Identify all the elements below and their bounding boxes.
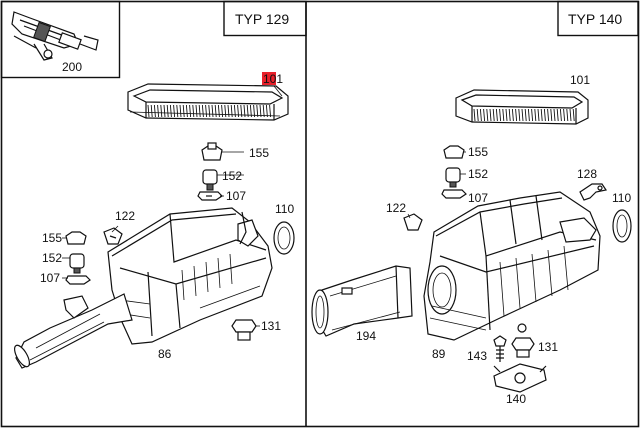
part-140-bracket-icon bbox=[493, 363, 547, 393]
label-110-left: 110 bbox=[275, 202, 294, 216]
label-101-right: 101 bbox=[570, 73, 590, 87]
label-152-left-b: 152 bbox=[42, 251, 62, 265]
part-122-clip-right-icon bbox=[403, 213, 423, 231]
label-143: 143 bbox=[467, 349, 487, 363]
label-110-right: 110 bbox=[612, 191, 631, 205]
label-128: 128 bbox=[577, 167, 597, 181]
label-131-left: 131 bbox=[261, 319, 281, 333]
label-122-left: 122 bbox=[115, 209, 135, 223]
label-107-left-b: 107 bbox=[40, 271, 60, 285]
part-194-duct-icon bbox=[311, 265, 413, 337]
fastener-stack-upper-left-icon bbox=[197, 142, 223, 201]
part-131-grommet-left-icon bbox=[231, 319, 257, 341]
part-110-gasket-right-icon bbox=[612, 209, 632, 243]
label-86: 86 bbox=[158, 347, 172, 361]
part-101-filter-right-icon bbox=[455, 89, 589, 125]
part-110-gasket-left-icon bbox=[273, 221, 295, 255]
highlight-101 bbox=[262, 72, 276, 85]
part-122-clip-left-icon bbox=[103, 227, 123, 245]
label-155-left-a: 155 bbox=[249, 146, 269, 160]
part-200-sensor-icon bbox=[11, 11, 99, 61]
label-131-right: 131 bbox=[538, 340, 558, 354]
label-107-left-a: 107 bbox=[226, 189, 246, 203]
part-86-airbox-left-icon bbox=[14, 207, 273, 369]
label-155-left-b: 155 bbox=[42, 231, 62, 245]
title-box-right: TYP 140 bbox=[557, 0, 639, 37]
title-box-left: TYP 129 bbox=[223, 0, 307, 37]
part-143-bolt-icon bbox=[493, 335, 507, 362]
label-152-left-a: 152 bbox=[222, 169, 242, 183]
leader-122-left bbox=[111, 225, 119, 233]
fastener-stack-lower-left-icon bbox=[65, 231, 91, 285]
label-152-right: 152 bbox=[468, 167, 488, 181]
label-107-right: 107 bbox=[468, 191, 488, 205]
leader-101-left bbox=[273, 85, 283, 97]
part-89-airbox-right-icon bbox=[423, 191, 601, 341]
label-122-right: 122 bbox=[386, 201, 406, 215]
part-101-filter-left-icon bbox=[127, 83, 289, 121]
leader-122-right bbox=[407, 213, 411, 219]
label-89: 89 bbox=[432, 347, 446, 361]
label-194: 194 bbox=[356, 329, 376, 343]
inset-box-200: 200 bbox=[0, 0, 121, 79]
title-typ-140: TYP 140 bbox=[568, 11, 622, 27]
label-140: 140 bbox=[506, 392, 526, 406]
part-128-bracket-icon bbox=[579, 183, 607, 201]
label-101-left: 101 bbox=[263, 72, 283, 86]
label-155-right: 155 bbox=[468, 145, 488, 159]
part-131-grommet-right-icon bbox=[511, 337, 535, 358]
fastener-stack-right-icon bbox=[441, 145, 467, 199]
title-typ-129: TYP 129 bbox=[235, 11, 289, 27]
label-200: 200 bbox=[62, 60, 82, 74]
